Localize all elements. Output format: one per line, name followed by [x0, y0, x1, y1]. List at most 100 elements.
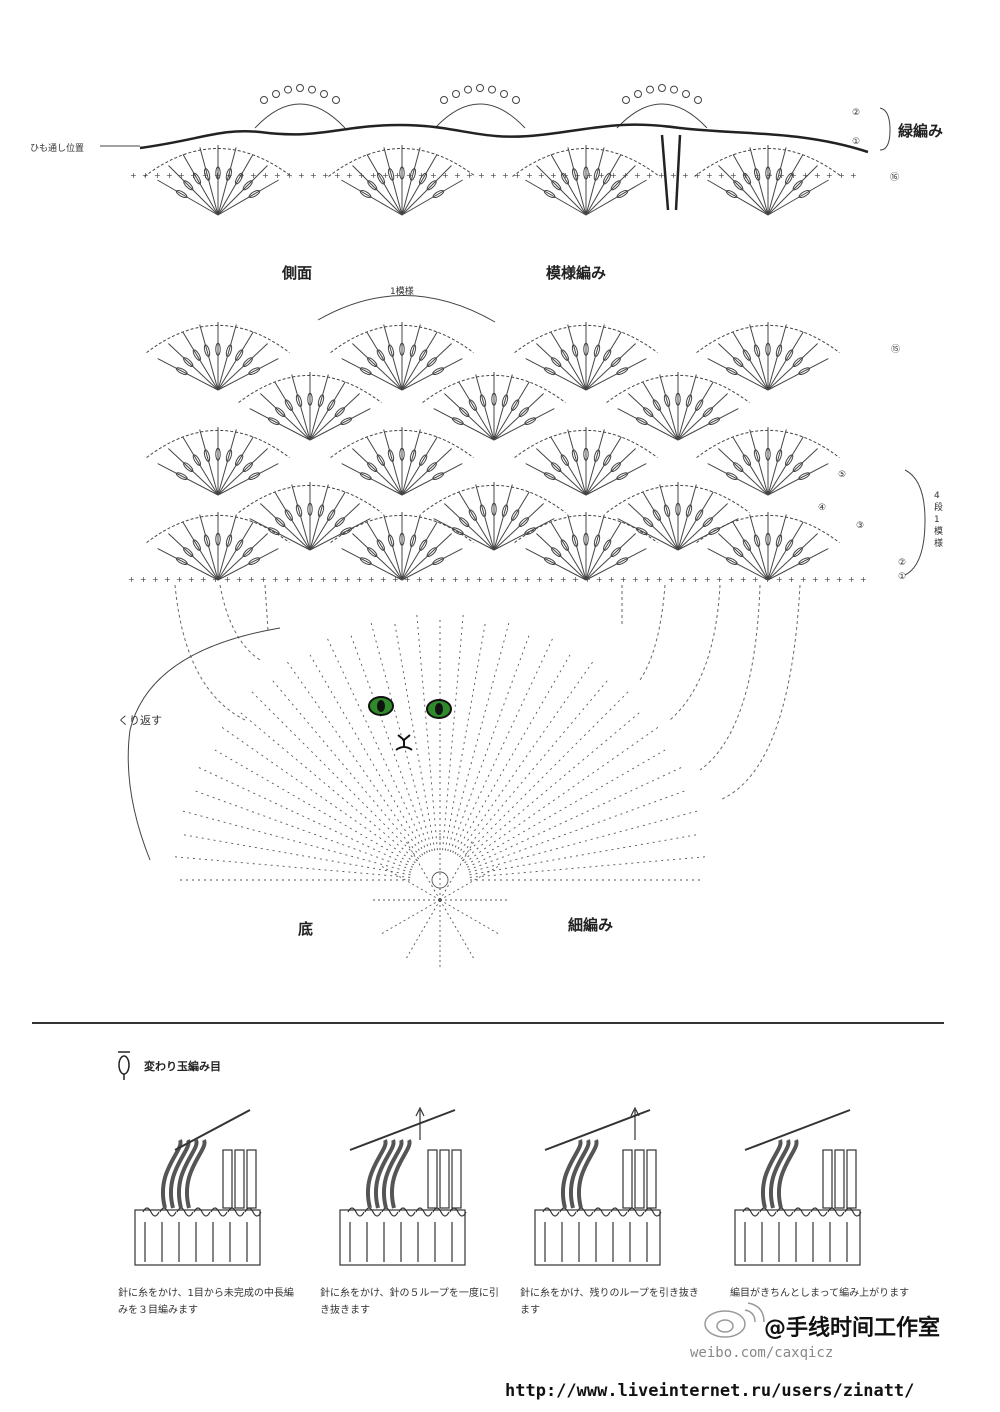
stitch-loop: [491, 502, 497, 516]
stitch-loop: [733, 357, 744, 368]
stitch-spoke: [341, 179, 403, 216]
stitch-mark: +: [130, 171, 137, 180]
puff-loop: [777, 1139, 799, 1209]
fabric-stitch: [244, 1207, 262, 1217]
bottom-chart: [127, 584, 801, 970]
stitch-mark: +: [646, 171, 653, 180]
stitch-loop: [359, 557, 372, 566]
base-ray: [464, 724, 662, 864]
fabric-stitch: [827, 1207, 845, 1217]
stitch-spoke: [274, 491, 311, 551]
stitch-mark: +: [478, 171, 485, 180]
stitch-loop: [275, 517, 286, 528]
stitch-loop: [432, 472, 445, 481]
stitch-loop: [733, 462, 744, 473]
step-caption: 針に糸をかけ、針の５ループを一度に引き抜きます: [320, 1288, 499, 1316]
chain-arc: [512, 148, 660, 177]
chain-arc: [606, 375, 750, 403]
stitch-loop: [491, 392, 497, 406]
stitch-loop: [225, 534, 233, 548]
stitch-loop: [765, 166, 771, 180]
stitch-mark: +: [586, 171, 593, 180]
stitch-loop: [518, 407, 529, 418]
stitch-spoke: [433, 518, 495, 551]
stitch-loop: [560, 172, 570, 185]
stitch-spoke: [309, 393, 360, 441]
stitch-loop: [459, 407, 470, 418]
stitch-loop: [524, 417, 537, 426]
stitch-spoke: [401, 448, 452, 496]
puff-loop: [366, 1139, 388, 1209]
stitch-loop: [479, 504, 487, 518]
stitch-spoke: [550, 436, 587, 496]
stitch-spoke: [401, 548, 463, 581]
stitch-loop: [785, 454, 794, 466]
stitch-spoke: [659, 484, 679, 551]
stitch-loop: [192, 454, 201, 466]
stitch-spoke: [401, 358, 463, 391]
stitch-loop: [175, 472, 188, 481]
base-ray: [170, 856, 411, 878]
stitch-mark: +: [788, 575, 795, 584]
stitch-spoke: [217, 331, 254, 391]
stitch-loop: [399, 447, 405, 461]
fabric-stitch: [159, 1207, 177, 1217]
stitch-spoke: [767, 179, 829, 216]
stitch-spoke: [366, 154, 403, 216]
stitch-spoke: [444, 503, 495, 551]
side-row-marker: ⑤: [838, 470, 847, 480]
picot: [452, 90, 460, 98]
fabric-stitch: [432, 1207, 450, 1217]
crochet-hook: [544, 1109, 651, 1151]
puff-loop: [177, 1139, 199, 1209]
stitch-loop: [775, 534, 783, 548]
post-stitch: [427, 1149, 438, 1209]
chain-arc: [422, 485, 566, 513]
stitch-loop: [610, 462, 621, 473]
stitch-mark: +: [622, 171, 629, 180]
stitch-spoke: [732, 331, 769, 391]
stitch-mark: +: [740, 575, 747, 584]
fabric-base: [134, 1209, 261, 1266]
stitch-loop: [248, 472, 261, 481]
stitch-mark: +: [752, 575, 759, 584]
stitch-mark: +: [382, 171, 389, 180]
puff-loop: [185, 1139, 207, 1209]
stitch-loop: [459, 517, 470, 528]
stitch-spoke: [217, 521, 254, 581]
stitch-spoke: [309, 381, 346, 441]
stitch-mark: +: [238, 171, 245, 180]
stitch-loop: [616, 189, 629, 199]
stitch-loop: [248, 557, 261, 566]
picot: [634, 90, 642, 98]
fabric-stitch: [776, 1207, 794, 1217]
stitch-mark: +: [380, 575, 387, 584]
stitch-loop: [593, 168, 601, 181]
stitch-loop: [215, 342, 221, 356]
stitch-mark: +: [262, 171, 269, 180]
stitch-mark: +: [644, 575, 651, 584]
stitch-loop: [359, 367, 372, 376]
stitch-mark: +: [272, 575, 279, 584]
stitch-loop: [340, 417, 353, 426]
stitch-mark: +: [296, 575, 303, 584]
stitch-spoke: [309, 491, 346, 551]
stitch-loop: [334, 517, 345, 528]
source-url: http://www.liveinternet.ru/users/zinatt/: [505, 1381, 915, 1401]
chain-arc: [422, 375, 566, 403]
crochet-hook: [174, 1109, 251, 1151]
stitch-loop: [652, 399, 661, 411]
stitch-loop: [583, 532, 589, 546]
picot: [694, 96, 702, 104]
stitch-mark: +: [200, 575, 207, 584]
stitch-loop: [235, 349, 244, 361]
picot-arc: [254, 103, 346, 129]
stitch-loop: [192, 539, 201, 551]
stitch-spoke: [707, 548, 769, 581]
picot: [670, 85, 678, 94]
step-illustration: [134, 1109, 262, 1266]
stitch-spoke: [585, 514, 605, 581]
stitch-spoke: [168, 343, 219, 391]
stitch-spoke: [291, 374, 311, 441]
post-stitch: [451, 1149, 462, 1209]
